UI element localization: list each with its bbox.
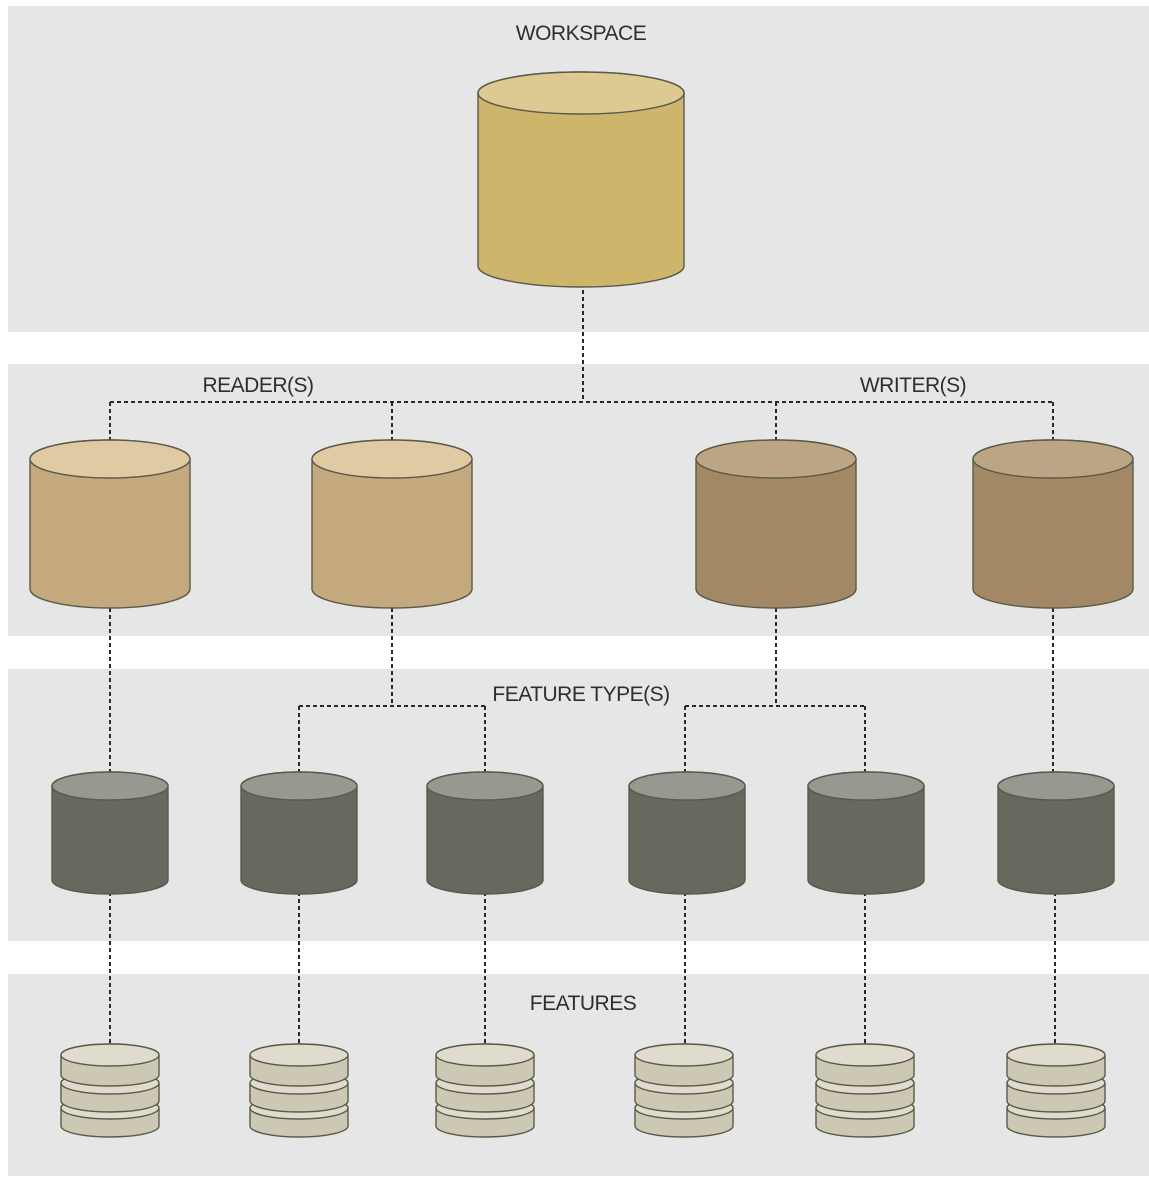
feature-stack-icon-1	[61, 1044, 159, 1137]
workspace-database-icon	[478, 72, 684, 287]
feature-stack-icon-5	[816, 1044, 914, 1137]
workspace-label: WORKSPACE	[516, 22, 647, 45]
writer-database-icon-2	[973, 440, 1133, 608]
reader-database-icon-2	[312, 440, 472, 608]
feature-type-database-icon-4	[629, 772, 745, 894]
feature-type-database-icon-3	[427, 772, 543, 894]
writers-label: WRITER(S)	[860, 374, 966, 397]
feature-type-database-icon-5	[808, 772, 924, 894]
feature-stack-icon-6	[1007, 1044, 1105, 1137]
feature-type-database-icon-2	[241, 772, 357, 894]
readers-label: READER(S)	[202, 374, 313, 397]
writer-database-icon-1	[696, 440, 856, 608]
feature-type-database-icon-1	[52, 772, 168, 894]
feature-types-label: FEATURE TYPE(S)	[492, 683, 669, 706]
feature-stack-icon-2	[250, 1044, 348, 1137]
feature-stack-icon-3	[436, 1044, 534, 1137]
feature-stack-icon-4	[635, 1044, 733, 1137]
features-label: FEATURES	[530, 992, 637, 1015]
feature-type-band	[8, 669, 1149, 941]
reader-database-icon-1	[30, 440, 190, 608]
feature-type-database-icon-6	[998, 772, 1114, 894]
